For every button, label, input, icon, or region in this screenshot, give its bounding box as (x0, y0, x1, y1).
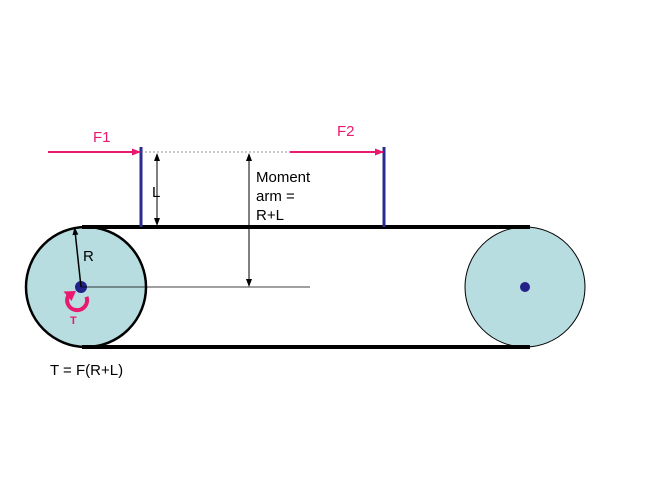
f1-label: F1 (93, 129, 111, 146)
moment-line-2: arm = (256, 188, 295, 205)
right-hub (520, 282, 530, 292)
f2-label: F2 (337, 123, 355, 140)
moment-arm-label: Moment arm = R+L (256, 168, 310, 225)
moment-line-3: R+L (256, 207, 284, 224)
moment-line-1: Moment (256, 169, 311, 186)
radius-arrow (72, 227, 82, 288)
r-label: R (83, 248, 94, 265)
torque-formula: T = F(R+L) (50, 362, 124, 379)
circular-arrow-icon (63, 291, 90, 313)
torque-label: T (70, 315, 77, 327)
l-label: L (152, 184, 161, 201)
